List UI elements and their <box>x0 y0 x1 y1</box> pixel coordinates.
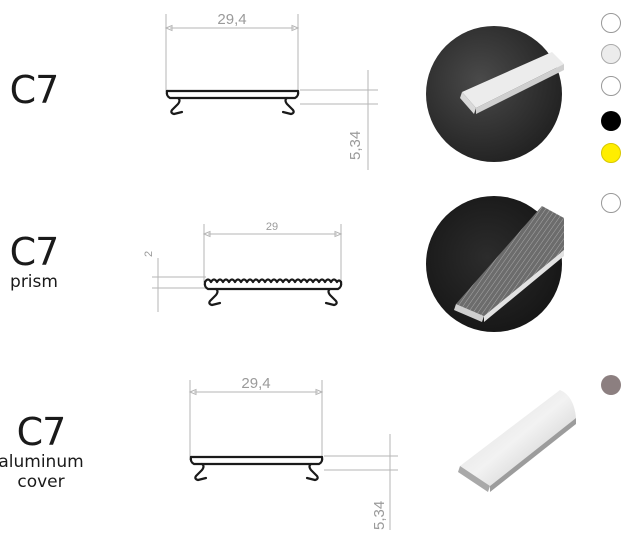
product-photo-c7 <box>426 26 564 162</box>
product-photo-c7-prism <box>426 196 564 332</box>
color-swatch-light-grey[interactable] <box>601 44 621 64</box>
dimension-height: 5,34 <box>371 501 388 530</box>
product-photo-c7-aluminum <box>458 390 576 492</box>
color-swatch-white[interactable] <box>601 13 621 33</box>
color-swatch-white[interactable] <box>601 193 621 213</box>
color-swatch-white-2[interactable] <box>601 76 621 96</box>
dimension-height: 2 <box>143 251 155 257</box>
product-subtitle: prism <box>10 272 58 292</box>
color-swatch-black[interactable] <box>601 111 621 131</box>
product-label-c7: C7 <box>4 70 64 110</box>
dimension-width: 29,4 <box>217 11 246 28</box>
color-swatch-aluminum[interactable] <box>601 375 621 395</box>
product-subtitle: aluminum cover <box>0 452 84 492</box>
product-name: C7 <box>9 68 60 112</box>
product-label-c7-aluminum: C7 aluminum cover <box>0 412 88 492</box>
product-name: C7 <box>9 230 60 274</box>
product-label-c7-prism: C7 prism <box>0 232 68 292</box>
dimension-width: 29,4 <box>241 375 270 392</box>
dimension-height: 5,34 <box>347 131 364 160</box>
color-swatch-yellow[interactable] <box>601 143 621 163</box>
product-name: C7 <box>16 410 67 454</box>
dimension-width: 29 <box>266 221 278 233</box>
